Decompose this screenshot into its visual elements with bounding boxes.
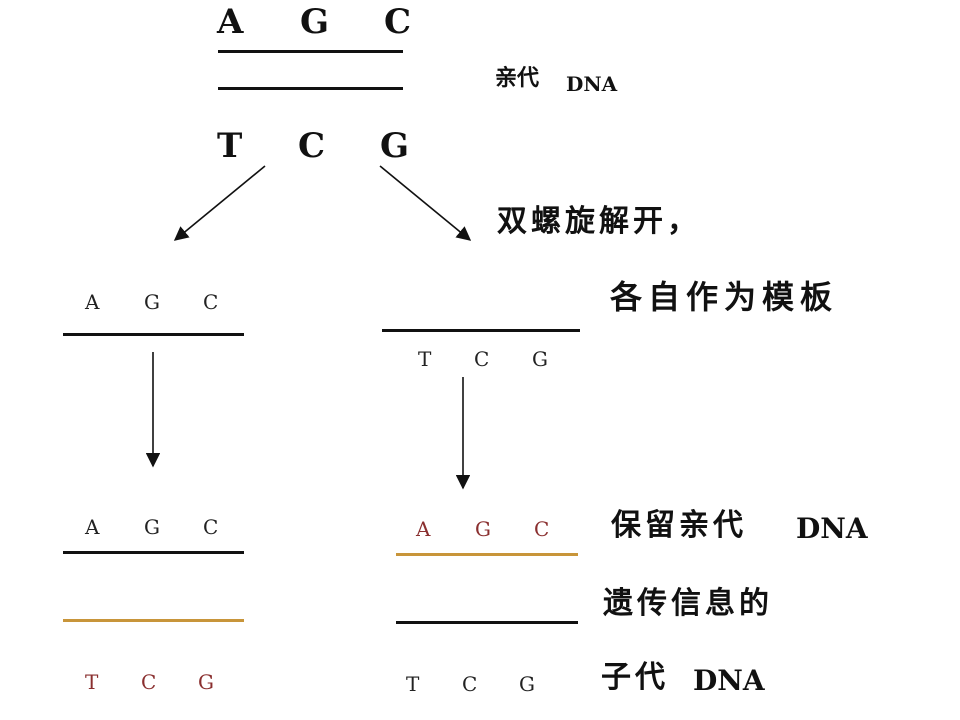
- child-right-base-t: T: [406, 672, 420, 696]
- split-arrow-left: [173, 165, 266, 241]
- child-left-new-base-t: T: [85, 670, 99, 694]
- step2-text-genetic-info: 遗传信息的: [603, 586, 773, 621]
- child-right-new-strand: [396, 553, 578, 556]
- template-left-line: [63, 333, 244, 336]
- parent-label-dna: DNA: [566, 72, 618, 96]
- child-left-base-g: G: [144, 515, 160, 539]
- child-right-base-c: C: [462, 672, 478, 696]
- parent-base-g: G: [300, 2, 330, 42]
- parent-base-a: A: [217, 2, 244, 42]
- parent-strand-top: [218, 50, 403, 53]
- template-right-line: [382, 329, 580, 332]
- template-left-base-a: A: [85, 290, 100, 314]
- child-left-old-strand: [63, 551, 244, 554]
- child-right-new-base-a: A: [416, 517, 431, 541]
- child-right-new-base-c: C: [534, 517, 550, 541]
- child-left-base-a: A: [85, 515, 100, 539]
- parent-strand-bottom: [218, 87, 403, 90]
- step2-text-retain-dna: DNA: [796, 512, 868, 545]
- split-arrow-right: [379, 165, 472, 241]
- child-left-new-base-c: C: [141, 670, 157, 694]
- step2-text-child-dna: DNA: [693, 664, 765, 697]
- step2-text-retain: 保留亲代: [611, 508, 747, 543]
- child-left-new-base-g: G: [198, 670, 214, 694]
- child-right-base-g: G: [519, 672, 535, 696]
- parent-base-t: T: [217, 126, 243, 166]
- parent-base-g2: G: [380, 126, 410, 166]
- template-right-base-c: C: [474, 347, 490, 371]
- child-left-new-strand: [63, 619, 244, 622]
- parent-base-c2: C: [298, 126, 326, 166]
- template-left-base-c: C: [203, 290, 219, 314]
- child-right-new-base-g: G: [475, 517, 491, 541]
- step1-text-template: 各自作为模板: [610, 278, 839, 316]
- step2-text-child: 子代: [601, 660, 669, 695]
- template-right-base-t: T: [418, 347, 432, 371]
- child-left-base-c: C: [203, 515, 219, 539]
- parent-label-cn: 亲代: [495, 66, 540, 91]
- step1-text-unwind: 双螺旋解开，: [497, 204, 701, 239]
- template-left-base-g: G: [144, 290, 160, 314]
- child-right-old-strand: [396, 621, 578, 624]
- template-right-base-g: G: [532, 347, 548, 371]
- parent-base-c: C: [384, 2, 412, 42]
